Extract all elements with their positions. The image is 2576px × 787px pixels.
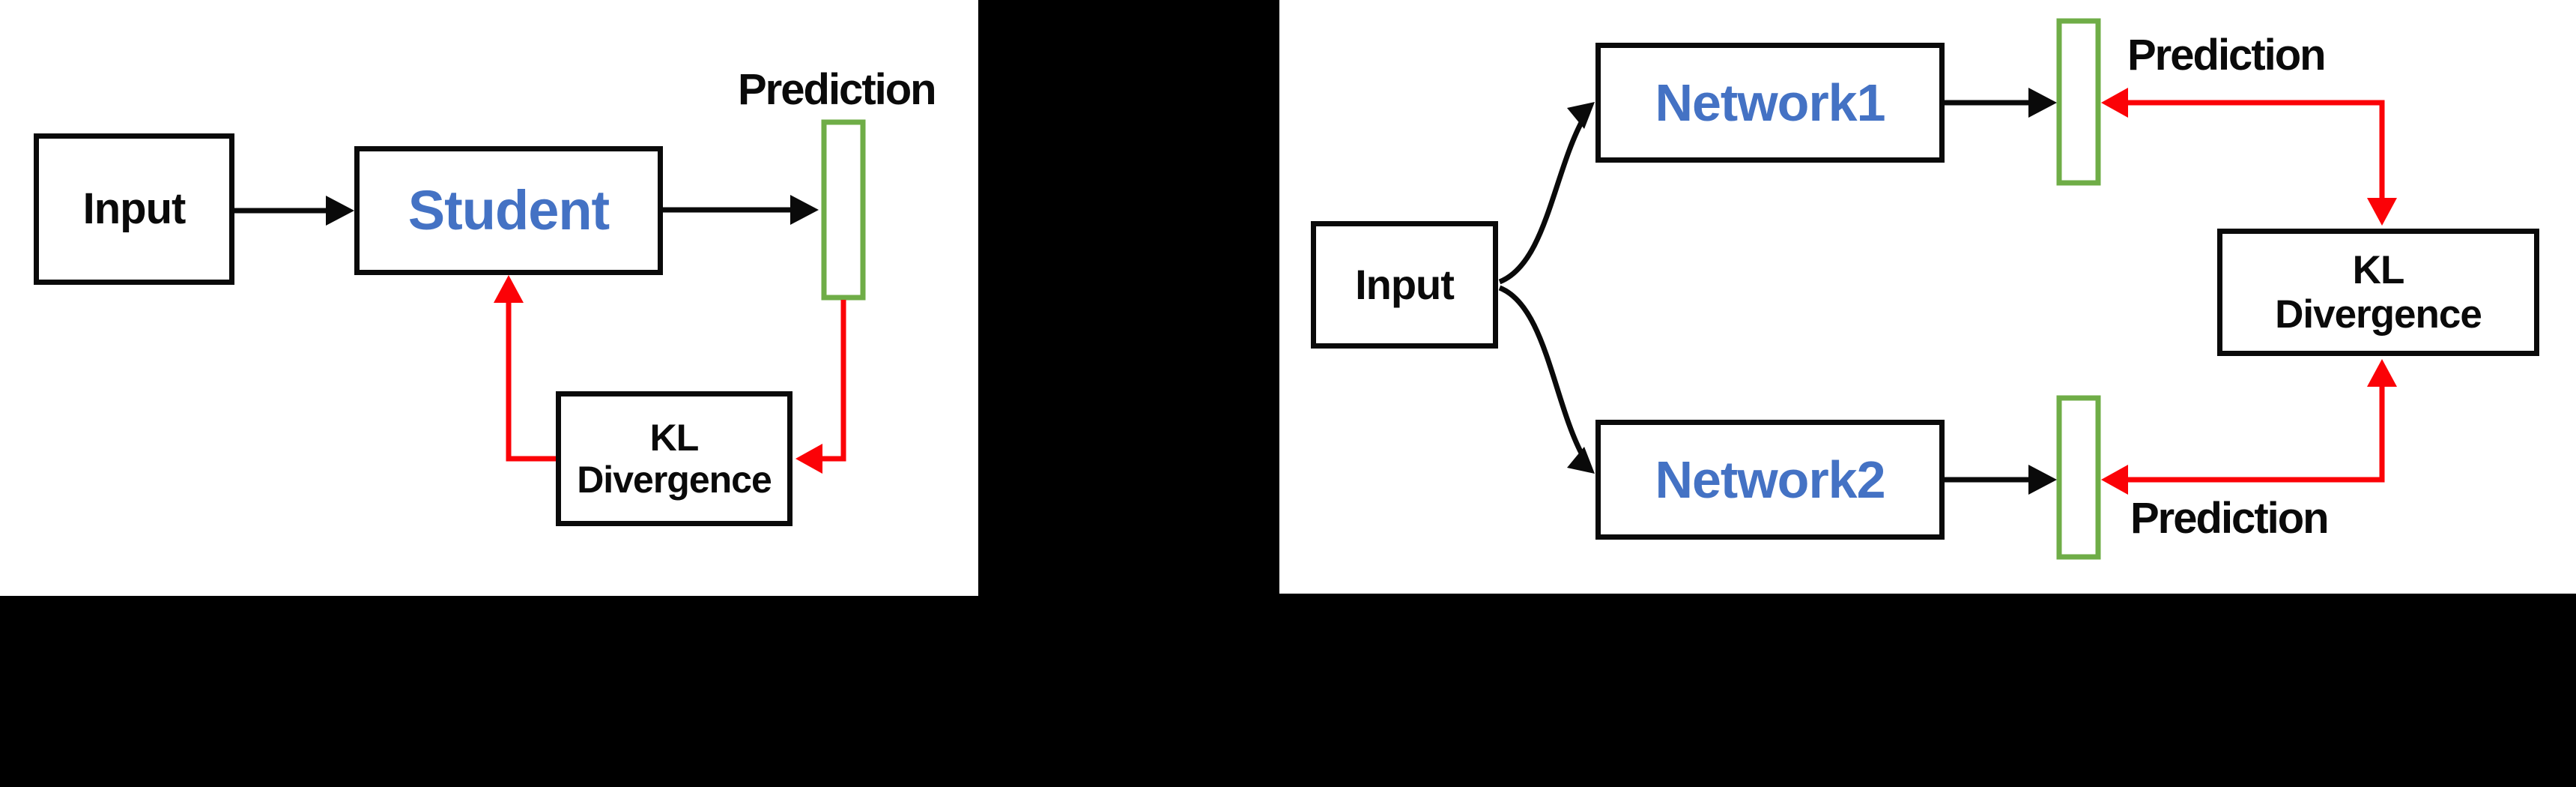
network1-label: Network1 (1655, 73, 1885, 132)
left-prediction-label: Prediction (738, 65, 937, 114)
bottom-red-arrowhead-into-prediction (2101, 465, 2128, 495)
network2-box: Network2 (1595, 420, 1945, 540)
bottom-red-arrowhead-into-kl (2367, 359, 2397, 387)
left-kl-divergence-box: KL Divergence (556, 391, 793, 526)
right-kl-line1: KL (2352, 247, 2405, 292)
student-box: Student (354, 146, 663, 275)
network1-box: Network1 (1595, 43, 1945, 163)
kl-to-student-red-line (506, 301, 557, 462)
kl-to-student-red-arrowhead (494, 275, 524, 303)
bottom-prediction-kl-red-line (2126, 381, 2385, 483)
network2-label: Network2 (1655, 450, 1885, 509)
right-prediction-bottom-label: Prediction (2130, 494, 2330, 543)
student-label: Student (407, 178, 610, 241)
top-red-arrowhead-into-kl (2367, 198, 2397, 226)
input-to-network2-arrowhead (1567, 447, 1595, 474)
right-input-box: Input (1311, 221, 1498, 349)
input-to-network2-curve (1498, 285, 1586, 459)
prediction-slot-top-green-rect (2056, 18, 2101, 186)
input-to-student-arrowhead (326, 196, 354, 226)
prediction-slot-bottom-green-rect (2056, 395, 2101, 560)
right-kl-line2: Divergence (2275, 292, 2482, 337)
prediction-to-kl-red-arrowhead (795, 444, 822, 474)
right-kl-divergence-box: KL Divergence (2217, 229, 2539, 356)
left-kl-line1: KL (649, 417, 700, 459)
input-to-network1-arrowhead (1567, 102, 1595, 129)
left-kl-line2: Divergence (577, 459, 772, 501)
prediction-to-kl-red-line (810, 300, 846, 462)
right-prediction-top-label: Prediction (2127, 31, 2327, 79)
left-input-label: Input (82, 184, 187, 233)
right-diagram-panel: Input Network1 Network2 KL Divergence Pr… (1279, 0, 2576, 594)
right-input-label: Input (1355, 260, 1455, 308)
top-red-arrowhead-into-prediction (2101, 88, 2128, 118)
network1-to-prediction-arrowhead (2028, 88, 2057, 118)
student-to-prediction-arrowhead (790, 195, 819, 225)
top-prediction-kl-red-line (2126, 100, 2385, 210)
network2-to-prediction-arrowhead (2028, 465, 2057, 495)
left-diagram-panel: Input Student KL Divergence Prediction (0, 0, 978, 596)
left-input-box: Input (34, 133, 234, 285)
prediction-slot-green-rect (821, 119, 866, 301)
input-to-network1-curve (1498, 117, 1586, 285)
